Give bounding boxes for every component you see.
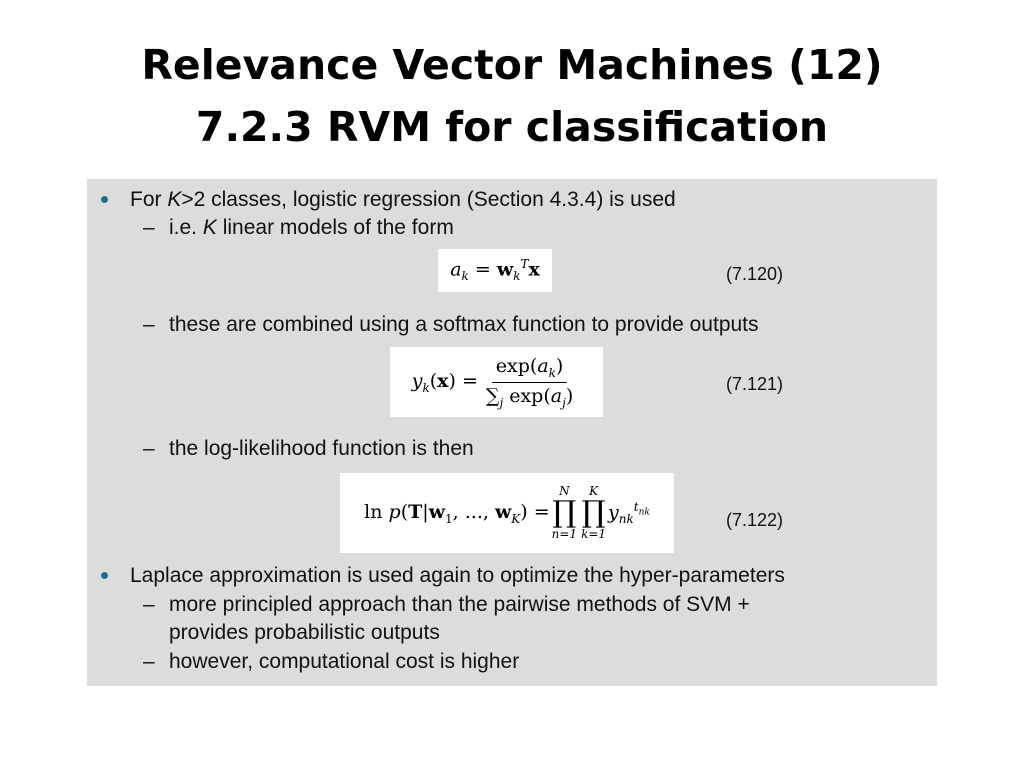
sub-1-pre: i.e. xyxy=(169,216,203,239)
bullet-1-var: K xyxy=(167,188,182,211)
equation-7-120-number: (7.120) xyxy=(726,264,784,284)
equation-7-122-number: (7.122) xyxy=(726,510,784,530)
equation-7-121: yk(x) = exp(ak) ∑j exp(aj) xyxy=(390,347,603,417)
sub-2-dash: – xyxy=(143,313,155,336)
sub-1-var: K xyxy=(202,216,217,239)
title-line-2: 7.2.3 RVM for classification xyxy=(195,103,829,151)
sub-5-dash: – xyxy=(143,650,155,673)
sub-3-text: the log-likelihood function is then xyxy=(169,437,474,460)
sub-5-text: however, computational cost is higher xyxy=(169,650,520,673)
sub-2-text: these are combined using a softmax funct… xyxy=(169,313,759,336)
content-panel: For K>2 classes, logistic regression (Se… xyxy=(87,179,937,686)
sub-1-text: i.e. K linear models of the form xyxy=(169,215,454,241)
sub-4-dash: – xyxy=(143,593,155,616)
bullet-1-marker xyxy=(101,196,108,203)
equation-7-120: ak = wkTx xyxy=(438,249,552,292)
sub-1-dash: – xyxy=(143,216,155,239)
sub-4-line-2: provides probabilistic outputs xyxy=(169,621,440,644)
sub-3-dash: – xyxy=(143,437,155,460)
bullet-1-pre: For xyxy=(130,188,168,211)
bullet-2-marker xyxy=(101,572,108,579)
equation-7-122: ln p(T|w1, ..., wK) = N∏n=1 K∏k=1 ynktnk xyxy=(340,473,674,553)
sub-4-line-1: more principled approach than the pairwi… xyxy=(169,593,750,616)
sub-1-post: linear models of the form xyxy=(216,216,454,239)
bullet-1-text: For K>2 classes, logistic regression (Se… xyxy=(130,187,676,213)
slide-title: Relevance Vector Machines (12) 7.2.3 RVM… xyxy=(0,34,1024,158)
bullet-1-post: >2 classes, logistic regression (Section… xyxy=(181,188,676,211)
equation-7-121-number: (7.121) xyxy=(726,374,784,394)
bullet-2-text: Laplace approximation is used again to o… xyxy=(130,564,785,587)
title-line-1: Relevance Vector Machines (12) xyxy=(141,41,883,89)
